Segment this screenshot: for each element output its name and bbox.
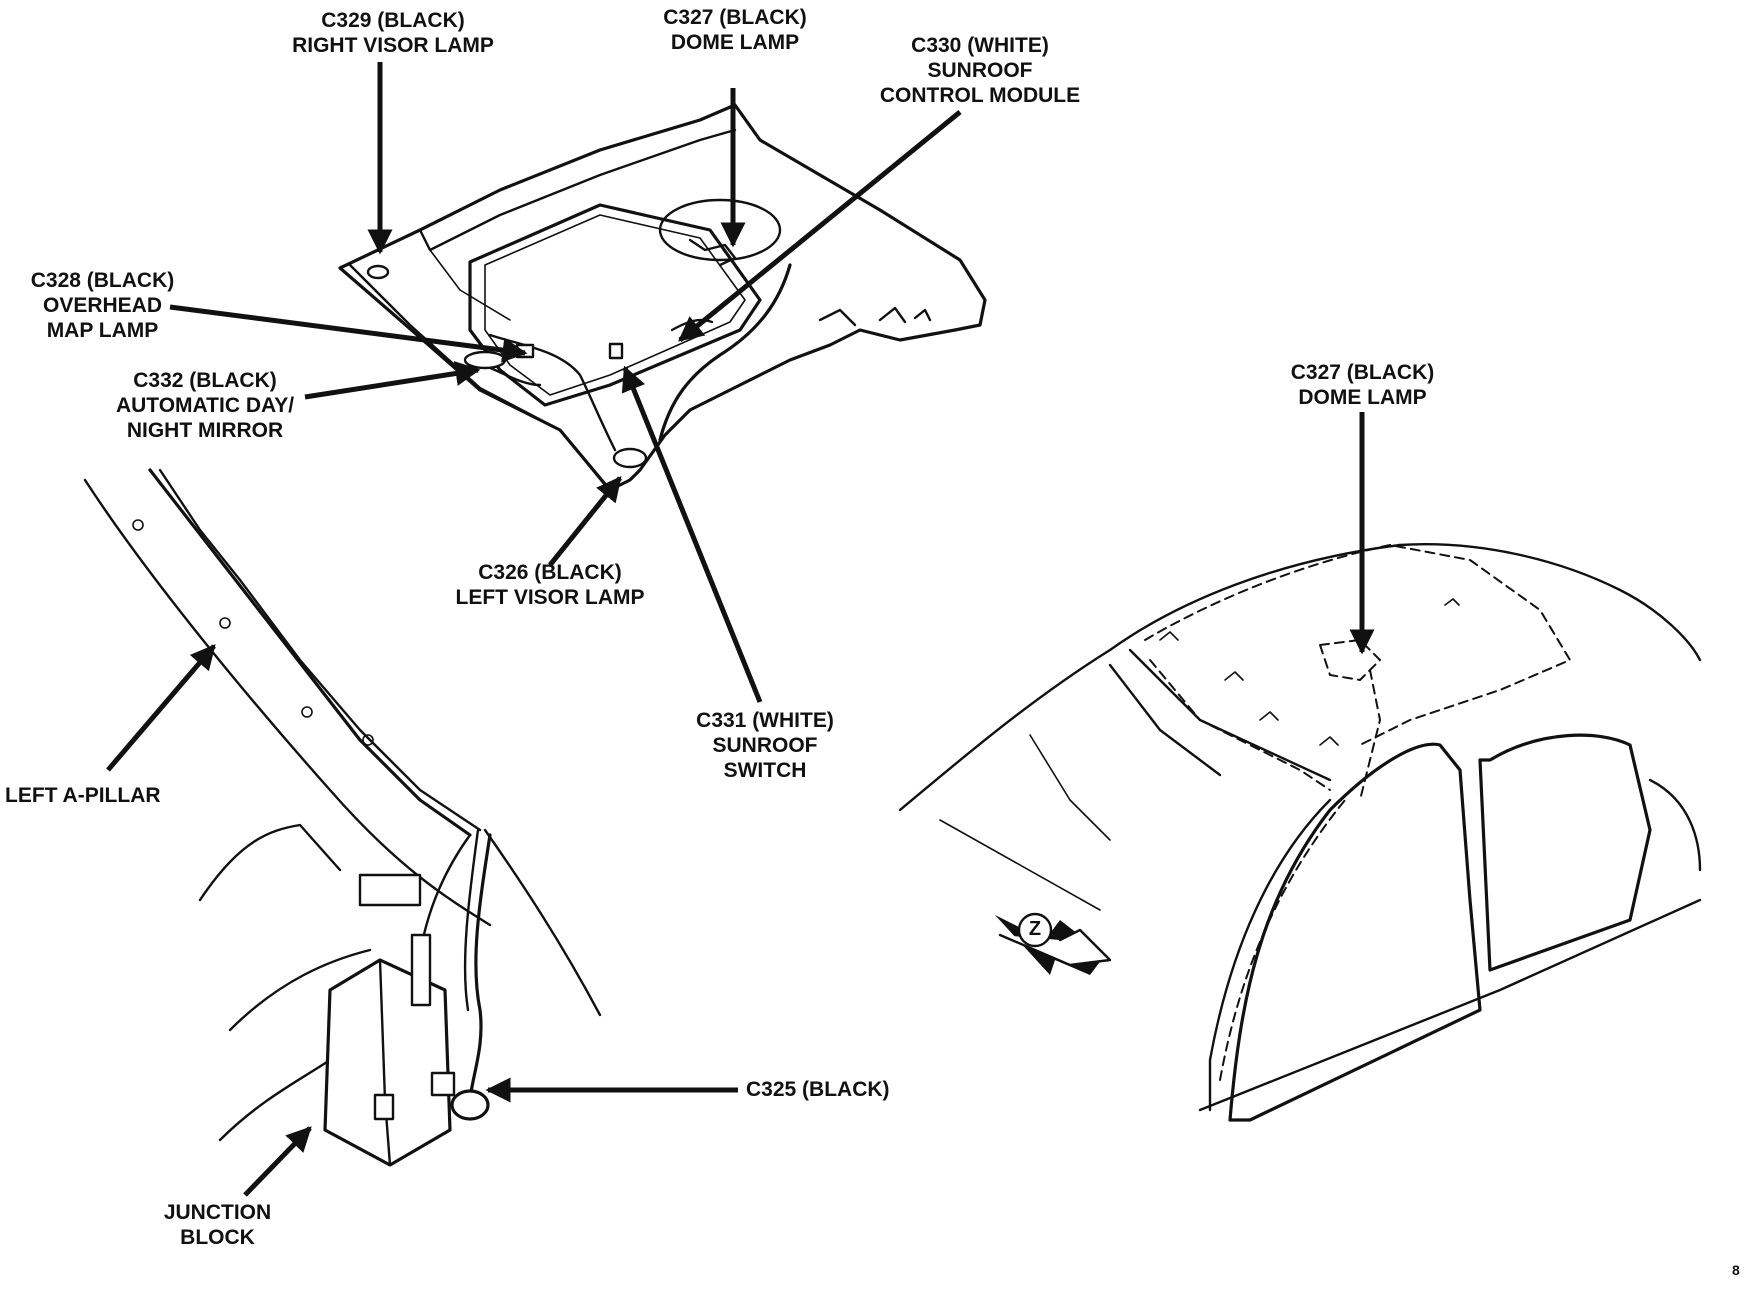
view-z-letter: Z — [1028, 918, 1042, 940]
view-z-marker — [995, 912, 1112, 975]
arrow-c331 — [621, 365, 763, 703]
label-left-a-pillar: LEFT A-PILLAR — [5, 784, 161, 807]
arrow-a-pillar — [106, 644, 216, 772]
headliner-illustration — [338, 103, 987, 492]
label-c326: C326 (BLACK)LEFT VISOR LAMP — [455, 561, 645, 609]
arrow-junction — [243, 1126, 312, 1197]
arrow-c332 — [304, 361, 481, 400]
arrow-c326 — [548, 476, 622, 567]
label-c325: C325 (BLACK) — [746, 1078, 890, 1101]
a-pillar-illustration — [83, 468, 602, 1167]
leader-arrows — [106, 62, 1375, 1197]
label-c329: C329 (BLACK)RIGHT VISOR LAMP — [292, 9, 494, 57]
corner-code: 8 — [1732, 1262, 1740, 1278]
label-c332: C332 (BLACK)AUTOMATIC DAY/NIGHT MIRROR — [115, 369, 295, 442]
vehicle-illustration — [898, 543, 1702, 1122]
label-c327-dome-lamp-car: C327 (BLACK)DOME LAMP — [1290, 361, 1435, 409]
arrow-c330 — [678, 110, 962, 342]
arrow-c328 — [169, 304, 528, 363]
label-c327-dome-lamp-top: C327 (BLACK)DOME LAMP — [663, 6, 807, 54]
